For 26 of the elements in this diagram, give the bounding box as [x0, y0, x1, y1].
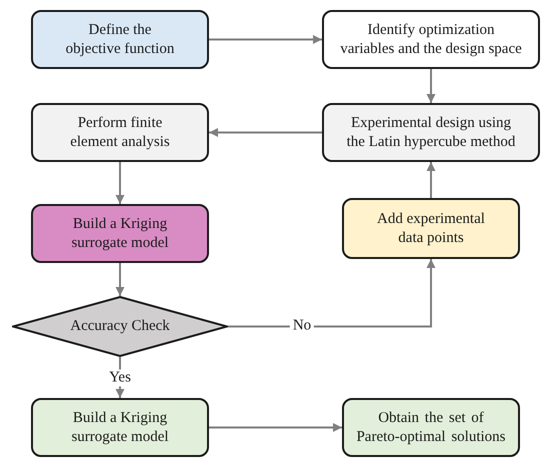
step-label: Build a Kriging surrogate model [70, 408, 170, 446]
process-box [31, 204, 209, 263]
arrow [209, 423, 342, 432]
step-label: Accuracy Check [70, 317, 170, 336]
arrow [228, 259, 436, 328]
step-label: Add experimental data points [376, 210, 486, 248]
step-label: Define the objective function [64, 20, 176, 58]
process-box [31, 10, 209, 69]
process-box [322, 103, 540, 162]
process-box [342, 398, 520, 457]
process-box [31, 398, 209, 457]
arrow [209, 35, 322, 44]
arrow [426, 162, 436, 198]
step-label: Experimental design using the Latin hypercube method [346, 114, 516, 152]
arrow [116, 263, 124, 296]
arrow [426, 69, 436, 103]
arrow [209, 128, 322, 137]
process-box [342, 198, 520, 259]
step-label: Obtain the set of Pareto-optimal solutions [355, 408, 507, 446]
step-label: Perform finite element analysis [69, 114, 171, 152]
step-label: Build a Kriging surrogate model [70, 214, 170, 252]
process-box [322, 10, 540, 69]
step-label: Identify optimization variables and the design space [340, 20, 522, 58]
process-box [31, 103, 209, 162]
arrow [116, 162, 124, 204]
decision-diamond [12, 296, 228, 357]
